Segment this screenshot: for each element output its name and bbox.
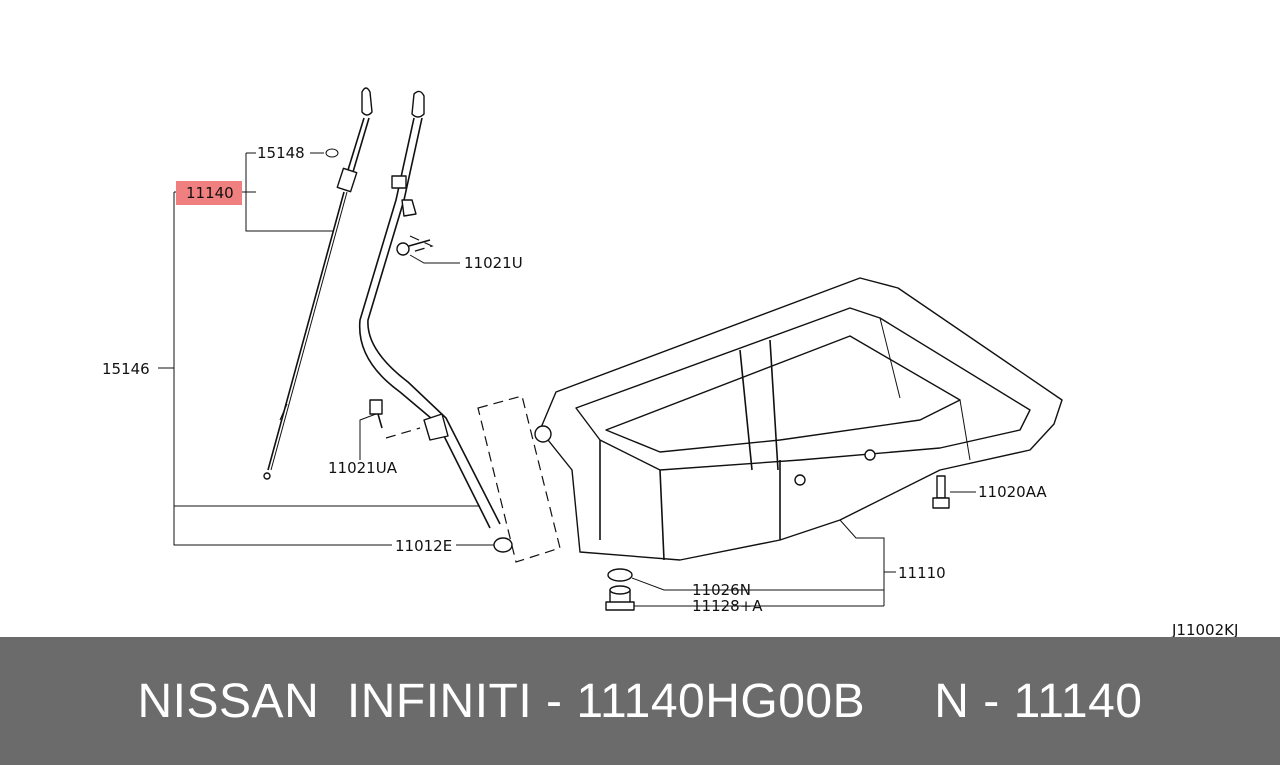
dipstick-drawing [263, 87, 373, 480]
label-11012e: 11012E [395, 537, 452, 555]
parts-diagram: 15148 11140 11021U 15146 11021UA 11012E … [102, 87, 1238, 639]
gasket-drawing [607, 568, 633, 582]
highlight-box [176, 181, 242, 205]
label-15146: 15146 [102, 360, 150, 378]
label-11020aa: 11020AA [978, 483, 1047, 501]
part-number-caption: NISSAN INFINITI - 11140HG00B N - 11140 [137, 674, 1143, 728]
guide-tube-drawing [358, 90, 513, 553]
label-11026n: 11026N [692, 581, 751, 599]
bolt-11021ua-drawing [369, 399, 421, 439]
bolt-11021u-drawing [396, 235, 434, 256]
label-11110: 11110 [898, 564, 946, 582]
label-11021ua: 11021UA [328, 459, 398, 477]
oil-pan-diagram-svg: 15148 11140 11021U 15146 11021UA 11012E … [102, 87, 1238, 639]
footer-banner: NISSAN INFINITI - 11140HG00B N - 11140 [0, 637, 1280, 765]
label-11021u: 11021U [464, 254, 523, 272]
label-15148: 15148 [257, 144, 305, 162]
reference-code: J11002KJ [1171, 621, 1238, 637]
label-11140: 11140 [186, 184, 234, 202]
drain-plug-drawing [605, 585, 635, 611]
oil-pan-drawing [534, 277, 1063, 561]
bolt-11020aa-drawing [932, 475, 950, 509]
label-11128a: 11128+A [692, 597, 763, 615]
